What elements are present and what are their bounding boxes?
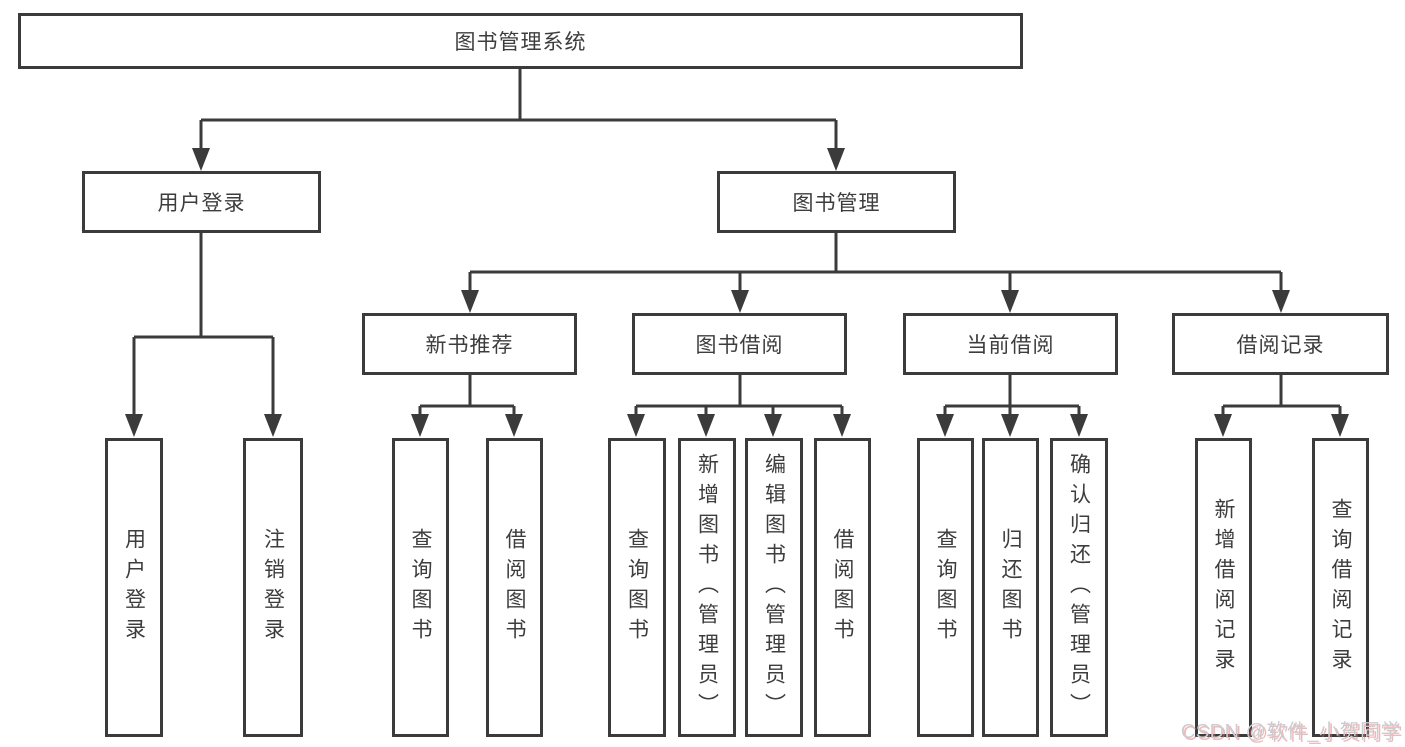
node-leaf-borrow-books-newbooks: 借阅图书 bbox=[486, 438, 543, 737]
leaf-label: 注销登录 bbox=[261, 527, 285, 648]
leaf-label: 确认归还（管理员） bbox=[1067, 452, 1091, 723]
leaf-label: 用户登录 bbox=[122, 527, 146, 648]
leaf-label: 新增借阅记录 bbox=[1212, 497, 1235, 678]
node-leaf-edit-books-admin: 编辑图书（管理员） bbox=[745, 438, 803, 737]
node-new-books: 新书推荐 bbox=[362, 313, 577, 375]
leaf-label: 查询图书 bbox=[625, 527, 649, 648]
node-leaf-add-books-admin: 新增图书（管理员） bbox=[678, 438, 736, 737]
node-root: 图书管理系统 bbox=[18, 13, 1023, 69]
leaf-label: 编辑图书（管理员） bbox=[762, 452, 786, 723]
leaf-label: 归还图书 bbox=[999, 527, 1022, 648]
node-leaf-user-login: 用户登录 bbox=[105, 438, 163, 737]
node-current-borrow: 当前借阅 bbox=[903, 313, 1118, 375]
leaf-label: 查询图书 bbox=[934, 527, 957, 648]
leaf-label: 查询借阅记录 bbox=[1329, 497, 1352, 678]
leaf-label: 查询图书 bbox=[409, 527, 432, 648]
node-leaf-query-books-borrow: 查询图书 bbox=[608, 438, 666, 737]
node-leaf-add-borrow-record: 新增借阅记录 bbox=[1195, 438, 1252, 737]
leaf-label: 新增图书（管理员） bbox=[695, 452, 719, 723]
arrowheads bbox=[125, 148, 1349, 437]
node-user-login: 用户登录 bbox=[82, 171, 321, 233]
node-leaf-return-books: 归还图书 bbox=[982, 438, 1039, 737]
node-leaf-query-books-current: 查询图书 bbox=[917, 438, 974, 737]
node-leaf-confirm-return-admin: 确认归还（管理员） bbox=[1050, 438, 1108, 737]
node-leaf-logout: 注销登录 bbox=[243, 438, 303, 737]
node-borrow-records: 借阅记录 bbox=[1172, 313, 1389, 375]
node-leaf-query-borrow-record: 查询借阅记录 bbox=[1312, 438, 1369, 737]
node-book-management: 图书管理 bbox=[717, 171, 956, 233]
node-leaf-query-books-newbooks: 查询图书 bbox=[392, 438, 449, 737]
leaf-label: 借阅图书 bbox=[503, 527, 526, 648]
node-book-borrow: 图书借阅 bbox=[632, 313, 847, 375]
leaf-label: 借阅图书 bbox=[831, 527, 854, 648]
csdn-watermark: CSDN @软件_小贺同学 bbox=[1180, 721, 1401, 743]
node-leaf-borrow-books: 借阅图书 bbox=[814, 438, 871, 737]
